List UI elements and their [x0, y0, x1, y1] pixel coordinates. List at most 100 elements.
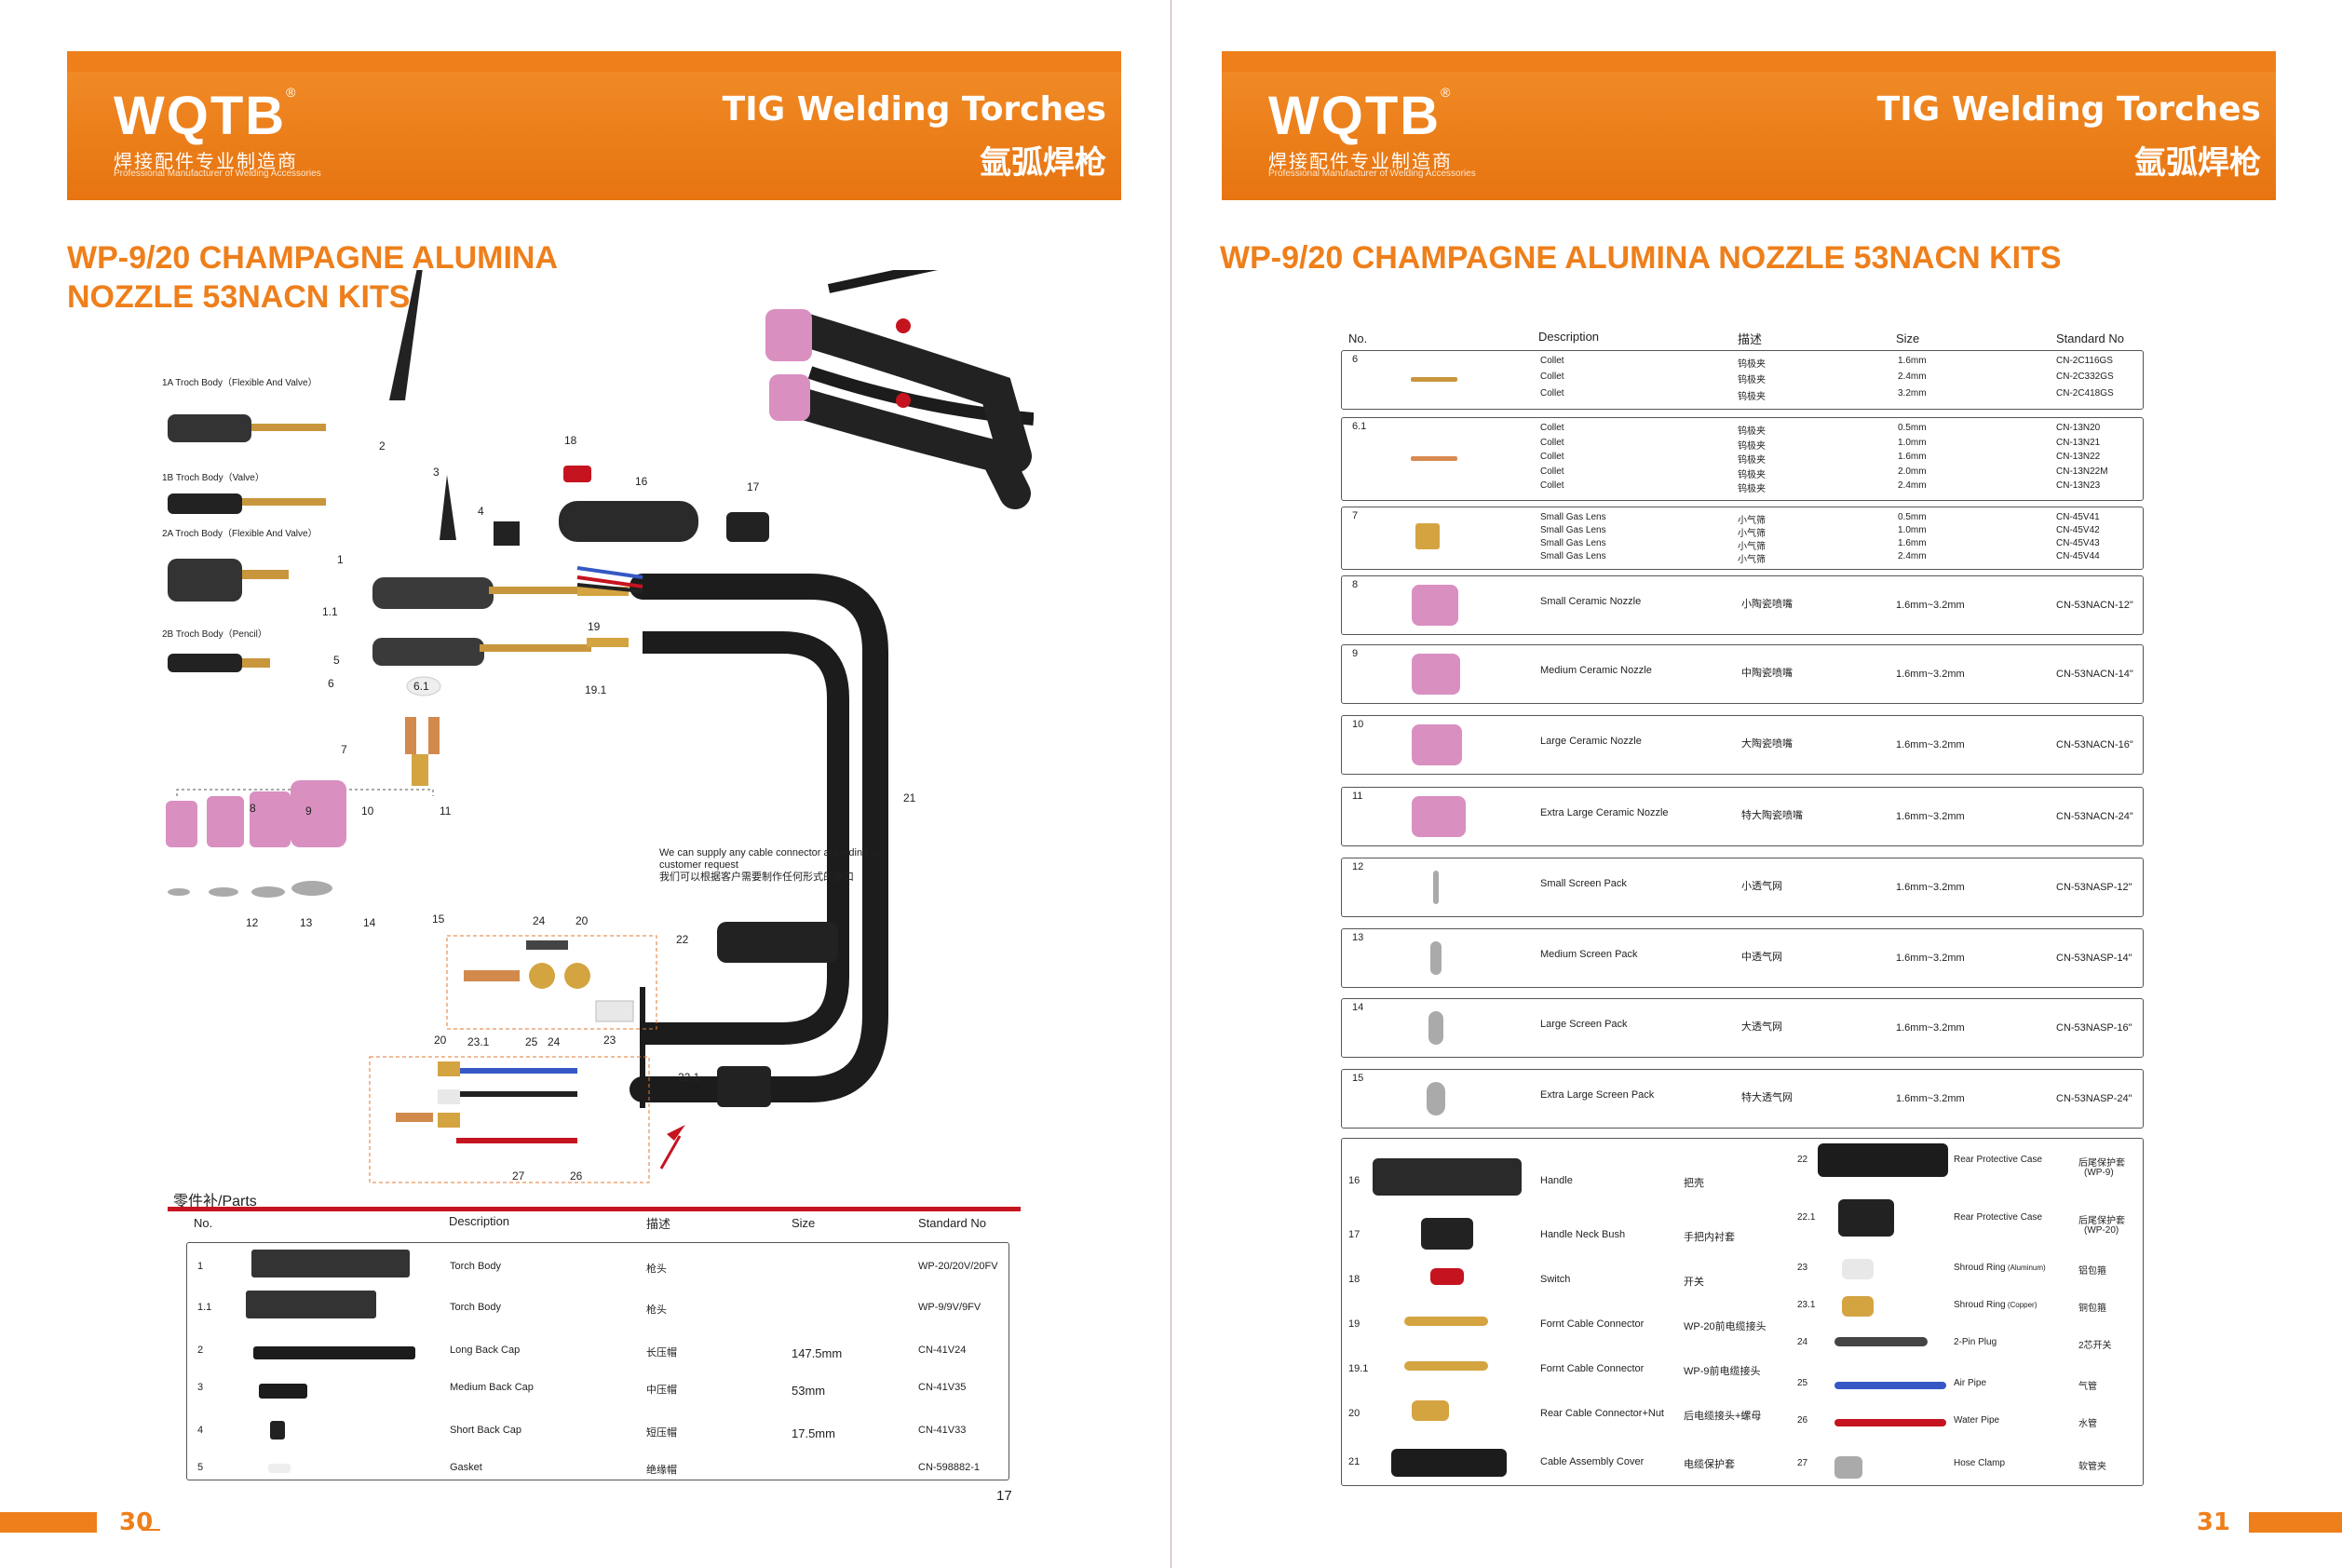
part-image [1433, 871, 1439, 904]
group-no: 13 [1352, 932, 1364, 943]
part-image [1411, 377, 1457, 382]
part-image [1834, 1456, 1862, 1479]
group-no: 11 [1352, 791, 1363, 802]
callout-6: 6 [328, 677, 334, 690]
item-std: CN-53NACN-14" [2056, 669, 2133, 680]
acc-desc: Rear Protective Case [1954, 1155, 2043, 1165]
parts-title: 零件补/Parts [173, 1194, 257, 1210]
brand-logo: WQTB® [114, 85, 298, 146]
label-1b: 1B Troch Body（Valve） [162, 473, 264, 483]
item-std: CN-53NACN-12" [2056, 600, 2133, 611]
col-header-std: Standard No [2056, 331, 2124, 345]
part-image [251, 1250, 410, 1277]
callout-22: 22 [676, 933, 689, 946]
spec-group-box [1341, 715, 2144, 775]
page-spine [1170, 0, 1171, 1568]
row-no: 2 [197, 1345, 204, 1356]
item-size: 1.6mm [1898, 538, 1927, 548]
item-std: CN-13N21 [2056, 437, 2101, 448]
acc-cn: 2芯开关 [2078, 1341, 2112, 1351]
row-cn: 中压帽 [646, 1385, 677, 1396]
col-header-cn: 描述 [1738, 332, 1763, 346]
callout-22-1: 22.1 [678, 1071, 700, 1084]
part-image [1427, 1082, 1445, 1115]
item-cn: 小透气网 [1741, 881, 1782, 892]
callout-19: 19 [588, 620, 601, 633]
brand-tagline-en: Professional Manufacturer of Welding Acc… [114, 169, 321, 179]
item-desc: Collet [1540, 480, 1564, 492]
acc-no: 22.1 [1797, 1212, 1816, 1223]
acc-desc: Fornt Cable Connector [1540, 1363, 1645, 1374]
item-size: 1.6mm~3.2mm [1896, 953, 1965, 964]
item-cn: 大透气网 [1741, 1021, 1782, 1033]
item-std: CN-45V43 [2056, 538, 2100, 548]
item-cn: 大陶瓷喷嘴 [1741, 738, 1793, 750]
callout-4: 4 [478, 505, 484, 518]
acc-no: 26 [1797, 1415, 1808, 1426]
product-title-en: TIG Welding Torches [1876, 90, 2261, 128]
item-desc: Medium Screen Pack [1540, 949, 1638, 960]
item-size: 1.6mm~3.2mm [1896, 600, 1965, 611]
item-cn: 小气筛 [1738, 529, 1766, 539]
col-header-cn: 描述 [646, 1217, 671, 1231]
callout-18: 18 [564, 434, 577, 447]
item-cn: 钨极夹 [1738, 391, 1766, 402]
acc-no: 24 [1797, 1337, 1808, 1347]
acc-desc: Rear Cable Connector+Nut [1540, 1408, 1664, 1419]
item-std: CN-13N23 [2056, 480, 2101, 492]
item-desc: Collet [1540, 423, 1564, 433]
row-desc: Torch Body [450, 1261, 502, 1272]
row-cn: 长压帽 [646, 1347, 677, 1358]
group-no: 10 [1352, 719, 1364, 730]
acc-no: 18 [1348, 1274, 1361, 1285]
part-image [1430, 1268, 1464, 1285]
item-std: CN-53NASP-14" [2056, 953, 2132, 964]
item-cn: 钨极夹 [1738, 426, 1766, 437]
part-image [1421, 1218, 1473, 1250]
acc-no: 20 [1348, 1408, 1361, 1419]
acc-cn: 后电缆接头+螺母 [1684, 1411, 1762, 1422]
row-no: 1.1 [197, 1302, 212, 1313]
row-std: CN-41V35 [918, 1382, 967, 1393]
callout-26: 26 [570, 1169, 583, 1183]
part-image [1415, 523, 1440, 549]
row-desc: Gasket [450, 1462, 482, 1473]
connector-note: We can supply any cable connector accord… [659, 847, 880, 883]
callout-24b: 24 [548, 1035, 561, 1048]
col-header-desc: Description [449, 1214, 510, 1228]
acc-no: 17 [1348, 1229, 1361, 1240]
nozzle-shape [765, 309, 812, 361]
callout-13: 13 [300, 916, 313, 929]
row-size: 147.5mm [792, 1346, 843, 1360]
item-std: CN-2C332GS [2056, 372, 2114, 383]
part-image [270, 1421, 285, 1440]
row-no: 3 [197, 1382, 204, 1393]
part-image [1404, 1361, 1488, 1371]
acc-cn: 铜包箍 [2078, 1304, 2106, 1314]
row-size: 17.5mm [792, 1426, 835, 1440]
item-cn: 特大陶瓷喷嘴 [1741, 810, 1803, 821]
row-cn: 绝缘帽 [646, 1465, 677, 1476]
part-image [1391, 1449, 1507, 1477]
spec-group-box [1341, 350, 2144, 410]
spec-group-box [1341, 858, 2144, 917]
callout-20a: 20 [575, 914, 589, 927]
acc-desc: Shroud Ring (Aluminum) [1954, 1263, 2046, 1273]
callout-20b: 20 [434, 1034, 447, 1047]
item-cn: 小气筛 [1738, 555, 1766, 565]
spec-group-box [1341, 1069, 2144, 1129]
row-std: CN-41V24 [918, 1345, 967, 1356]
acc-desc: Switch [1540, 1274, 1571, 1285]
group-no: 15 [1352, 1073, 1364, 1084]
acc-no: 23.1 [1797, 1300, 1816, 1310]
part-image [1412, 724, 1462, 765]
item-std: CN-13N22 [2056, 452, 2101, 463]
col-header-no: No. [194, 1216, 213, 1230]
part-image [1412, 654, 1460, 695]
item-std: CN-2C116GS [2056, 356, 2113, 366]
item-std: CN-53NASP-12" [2056, 882, 2132, 893]
spec-group-box [1341, 928, 2144, 988]
item-desc: Extra Large Ceramic Nozzle [1540, 807, 1669, 818]
acc-cn: 铝包箍 [2078, 1266, 2106, 1277]
part-image [1404, 1317, 1488, 1326]
